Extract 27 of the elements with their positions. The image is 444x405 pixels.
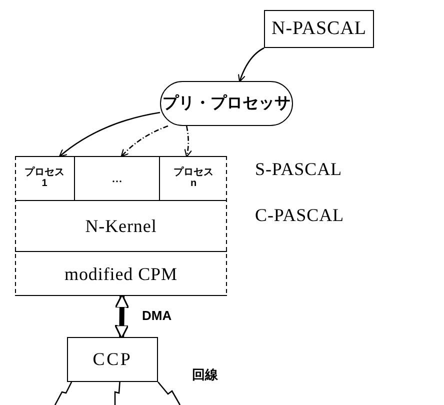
node-text: プロセス: [24, 167, 64, 178]
arrow: [58, 112, 160, 157]
node-text: ...: [112, 170, 122, 188]
language-label: C-PASCAL: [255, 206, 344, 224]
processor-box: [67, 337, 158, 382]
preprocessor-capsule: [160, 81, 293, 126]
node-text: N-PASCAL: [272, 16, 366, 41]
node-text: プリ・プロセッサ: [162, 93, 290, 114]
language-box: [264, 10, 374, 48]
arrow: [238, 47, 264, 82]
kernel-layer: [15, 200, 227, 252]
node-text: modified CPM: [64, 262, 178, 286]
double-arrow: [114, 294, 130, 340]
arrow: [184, 126, 192, 158]
arrow: [120, 125, 168, 158]
communication-line: [158, 382, 181, 405]
layer-stack: [15, 156, 227, 296]
communication-line: [54, 382, 72, 405]
node-text: CCP: [92, 348, 132, 371]
line-label: 回線: [192, 368, 218, 381]
node-text: プロセス: [174, 167, 214, 178]
edge-label: DMA: [142, 309, 172, 322]
language-label: S-PASCAL: [255, 160, 342, 178]
node-text: 1: [42, 178, 48, 189]
node-text: N-Kernel: [85, 214, 157, 238]
communication-line: [114, 382, 120, 405]
node-text: n: [190, 178, 197, 189]
